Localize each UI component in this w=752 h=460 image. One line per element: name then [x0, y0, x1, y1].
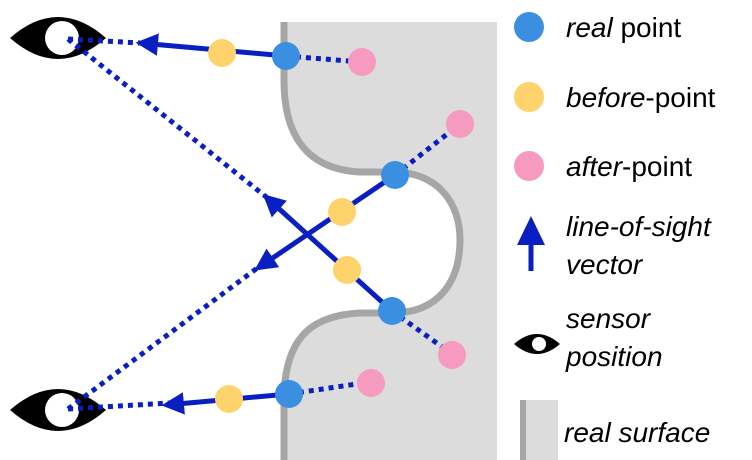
sensor-eye-top: [10, 17, 106, 59]
arrow-up-icon: [517, 216, 545, 271]
sensor-eye-bottom: [10, 389, 106, 431]
eye-icon: [514, 334, 560, 354]
real-points: [272, 42, 409, 408]
legend-sensor-label-2: position: [565, 341, 663, 372]
legend: real point before-point after-point line…: [514, 12, 716, 460]
before-points: [208, 39, 361, 413]
vector-middle-down: [254, 172, 397, 271]
legend-sensor-label-1: sensor: [566, 303, 652, 334]
real-point: [378, 297, 406, 325]
legend-real-swatch: [514, 12, 544, 42]
before-point: [333, 256, 361, 284]
real-point: [275, 380, 303, 408]
legend-after-swatch: [514, 151, 544, 181]
before-point: [215, 385, 243, 413]
after-points: [348, 48, 474, 397]
after-point: [438, 341, 466, 369]
real-point: [272, 42, 300, 70]
after-point: [348, 48, 376, 76]
legend-vector-label-1: line-of-sight: [566, 211, 712, 242]
legend-before-label: before-point: [566, 82, 716, 113]
legend-vector-label-2: vector: [566, 249, 644, 280]
after-point: [446, 110, 474, 138]
after-point: [357, 369, 385, 397]
vector-middle-up: [262, 193, 394, 313]
before-point: [328, 198, 356, 226]
before-point: [208, 39, 236, 67]
real-point: [381, 161, 409, 189]
surface-swatch: [520, 400, 558, 460]
legend-real-label: real point: [566, 12, 681, 43]
legend-surface-label: real surface: [564, 417, 710, 448]
legend-before-swatch: [514, 82, 544, 112]
surface-edge: [280, 22, 464, 460]
legend-after-label: after-point: [566, 151, 692, 182]
